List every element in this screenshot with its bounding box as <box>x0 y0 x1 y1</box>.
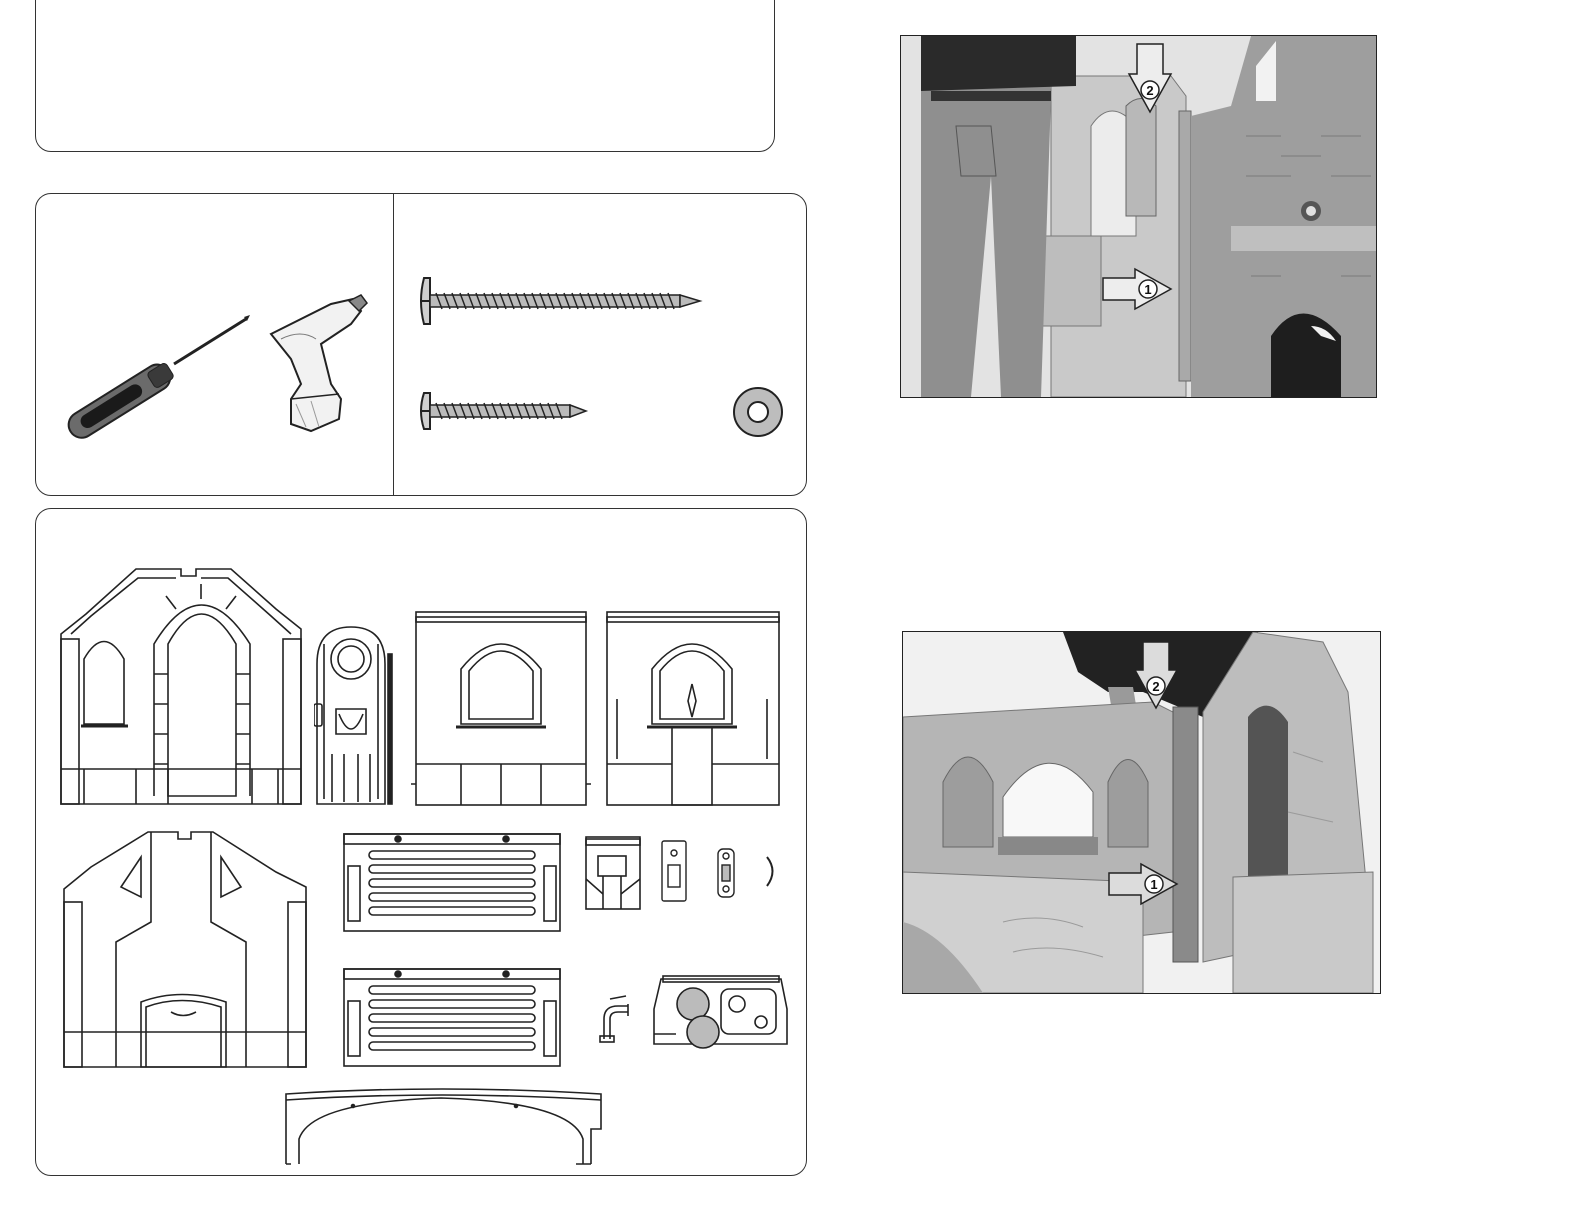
side-wall-dutch-door-panel-icon <box>602 609 787 809</box>
callout-arrow-down: 2 <box>1127 42 1173 114</box>
washer-icon <box>731 386 785 438</box>
screwdriver-icon <box>56 309 256 439</box>
callout-arrow-right: 1 <box>1107 861 1179 907</box>
front-wall-panel-icon <box>56 564 308 809</box>
long-screw-icon <box>416 274 706 329</box>
callout-number: 2 <box>1146 83 1153 98</box>
step-photo-2: 2 1 <box>902 631 1381 994</box>
faucet-icon <box>596 994 636 1044</box>
callout-number: 1 <box>1144 282 1151 297</box>
tools-hardware-panel <box>35 193 807 496</box>
callout-number: 2 <box>1152 679 1159 694</box>
roof-panel-icon <box>341 831 563 934</box>
instruction-text-panel <box>35 0 775 152</box>
callout-arrow-right: 1 <box>1101 266 1173 312</box>
short-screw-icon <box>416 391 591 431</box>
phone-cord-icon <box>764 854 780 889</box>
callout-arrow-down: 2 <box>1133 640 1179 710</box>
panel-divider <box>393 193 394 496</box>
step-photo-1: 2 1 <box>900 35 1377 398</box>
phone-icon <box>716 847 736 899</box>
back-wall-fireplace-panel-icon <box>61 827 311 1072</box>
mailbox-icon <box>583 834 643 914</box>
side-wall-panel-icon <box>411 609 591 809</box>
power-drill-icon <box>261 289 371 434</box>
parts-list-panel <box>35 508 807 1176</box>
doorbell-icon <box>660 839 688 904</box>
door-panel-icon <box>314 624 394 809</box>
roof-panel-icon <box>341 966 563 1069</box>
callout-number: 1 <box>1150 877 1157 892</box>
roof-beam-icon <box>281 1084 606 1169</box>
sink-stove-unit-icon <box>651 974 791 1054</box>
